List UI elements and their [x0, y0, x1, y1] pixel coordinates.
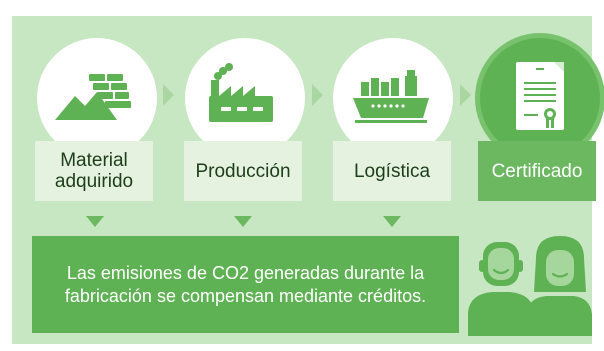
step-label-material: Material adquirido	[35, 141, 153, 201]
down-arrow-1	[86, 216, 104, 227]
flow-arrow-2	[312, 84, 323, 106]
description-text: Las emisiones de CO2 generadas durante l…	[64, 262, 427, 306]
cargo-ship-icon	[353, 70, 429, 123]
step-produccion-circle	[185, 38, 305, 158]
down-arrow-3	[383, 216, 401, 227]
certificate-icon	[516, 62, 564, 130]
mountains-blocks-icon	[55, 74, 131, 120]
step-material-circle	[37, 38, 157, 158]
flow-arrow-1	[163, 84, 174, 106]
step-label-produccion: Producción	[184, 141, 302, 201]
step-label-certificado: Certificado	[478, 141, 596, 201]
step-logistica-circle	[333, 38, 453, 158]
flow-arrow-3	[460, 84, 471, 106]
description-box: Las emisiones de CO2 generadas durante l…	[32, 236, 459, 333]
factory-icon	[209, 63, 273, 122]
step-certificado-circle	[480, 38, 600, 158]
step-label-logistica: Logística	[333, 141, 451, 201]
down-arrow-2	[234, 216, 252, 227]
people-icon	[468, 236, 592, 336]
